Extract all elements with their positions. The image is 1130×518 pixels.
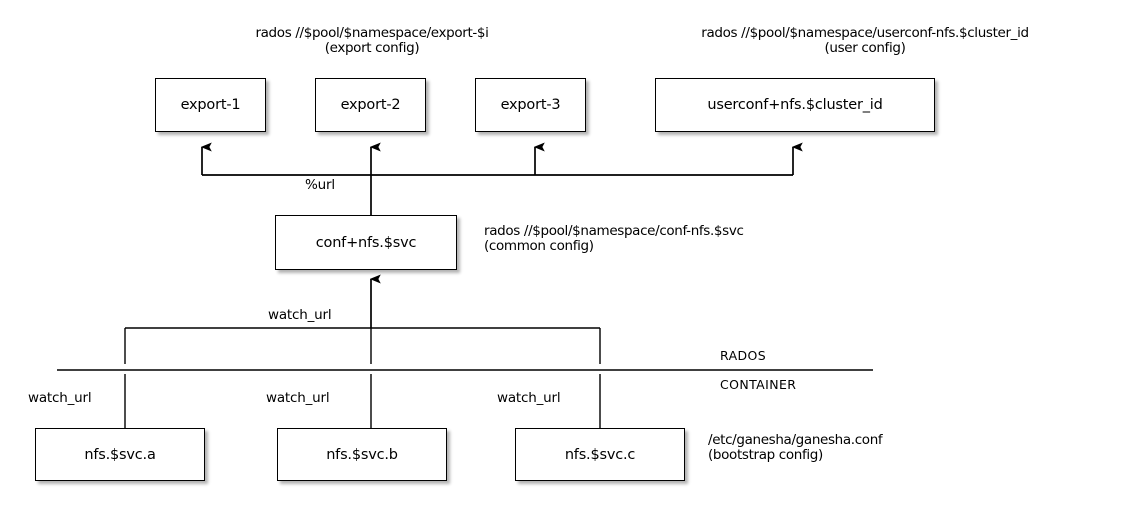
- node-daemon-b-label: nfs.$svc.b: [326, 446, 398, 463]
- node-export-2-label: export-2: [340, 97, 401, 113]
- node-daemon-c-label: nfs.$svc.c: [564, 446, 636, 463]
- node-userconf[interactable]: userconf+nfs.$cluster_id: [655, 78, 935, 132]
- edge-label-watch-url-c: watch_url: [497, 390, 561, 406]
- node-export-2[interactable]: export-2: [315, 78, 426, 132]
- edge-label-watch-url-top: watch_url: [268, 307, 332, 323]
- node-export-3[interactable]: export-3: [475, 78, 586, 132]
- caption-bootstrap-config: /etc/ganesha/ganesha.conf (bootstrap con…: [708, 432, 883, 464]
- node-daemon-a[interactable]: nfs.$svc.a: [35, 428, 205, 481]
- edge-label-watch-url-b: watch_url: [266, 390, 330, 406]
- node-userconf-label: userconf+nfs.$cluster_id: [707, 97, 883, 113]
- caption-export-config: rados //$pool/$namespace/export-$i (expo…: [255, 25, 489, 57]
- node-export-3-label: export-3: [500, 97, 561, 113]
- node-conf[interactable]: conf+nfs.$svc: [275, 215, 457, 270]
- caption-user-config: rados //$pool/$namespace/userconf-nfs.$c…: [701, 25, 1029, 57]
- node-daemon-b[interactable]: nfs.$svc.b: [277, 428, 447, 481]
- node-conf-label: conf+nfs.$svc: [315, 234, 417, 251]
- layer-label-container: CONTAINER: [720, 377, 797, 392]
- caption-common-config: rados //$pool/$namespace/conf-nfs.$svc (…: [484, 223, 744, 255]
- edge-label-watch-url-a: watch_url: [28, 390, 92, 406]
- node-daemon-c[interactable]: nfs.$svc.c: [515, 428, 685, 481]
- node-export-1-label: export-1: [180, 97, 241, 113]
- edge-label-url: %url: [305, 177, 335, 193]
- layer-label-rados: RADOS: [720, 348, 767, 363]
- node-daemon-a-label: nfs.$svc.a: [84, 446, 156, 463]
- node-export-1[interactable]: export-1: [155, 78, 266, 132]
